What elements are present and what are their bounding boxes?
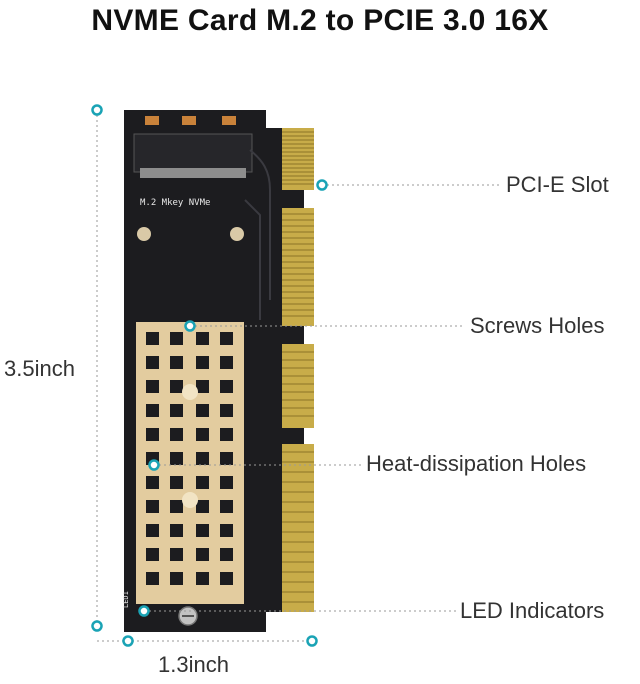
marker-dim-left (124, 637, 133, 646)
capacitor (145, 116, 159, 125)
marker-dim-right (308, 637, 317, 646)
marker-dim-top (93, 106, 102, 115)
capacitor (182, 116, 196, 125)
m2-slot (134, 134, 252, 172)
board-model-text: M.2 Mkey NVMe (140, 198, 210, 208)
heatsink-hole (182, 384, 198, 400)
board-hole (137, 227, 151, 241)
callout-led-indicators: LED Indicators (460, 598, 604, 624)
marker-pcie (318, 181, 327, 190)
callout-heat-dissipation-holes: Heat-dissipation Holes (366, 451, 586, 477)
width-dimension-label: 1.3inch (158, 652, 229, 678)
board-hole (230, 227, 244, 241)
callout-pcie-slot: PCI-E Slot (506, 172, 609, 198)
height-dimension-label: 3.5inch (4, 356, 75, 382)
heatsink-hole (182, 492, 198, 508)
marker-screws (186, 322, 195, 331)
callout-screws-holes: Screws Holes (470, 313, 604, 339)
capacitor (222, 116, 236, 125)
marker-dim-bottom (93, 622, 102, 631)
marker-led (140, 607, 149, 616)
marker-heat (150, 461, 159, 470)
board-led-text: LED1 (122, 591, 130, 608)
